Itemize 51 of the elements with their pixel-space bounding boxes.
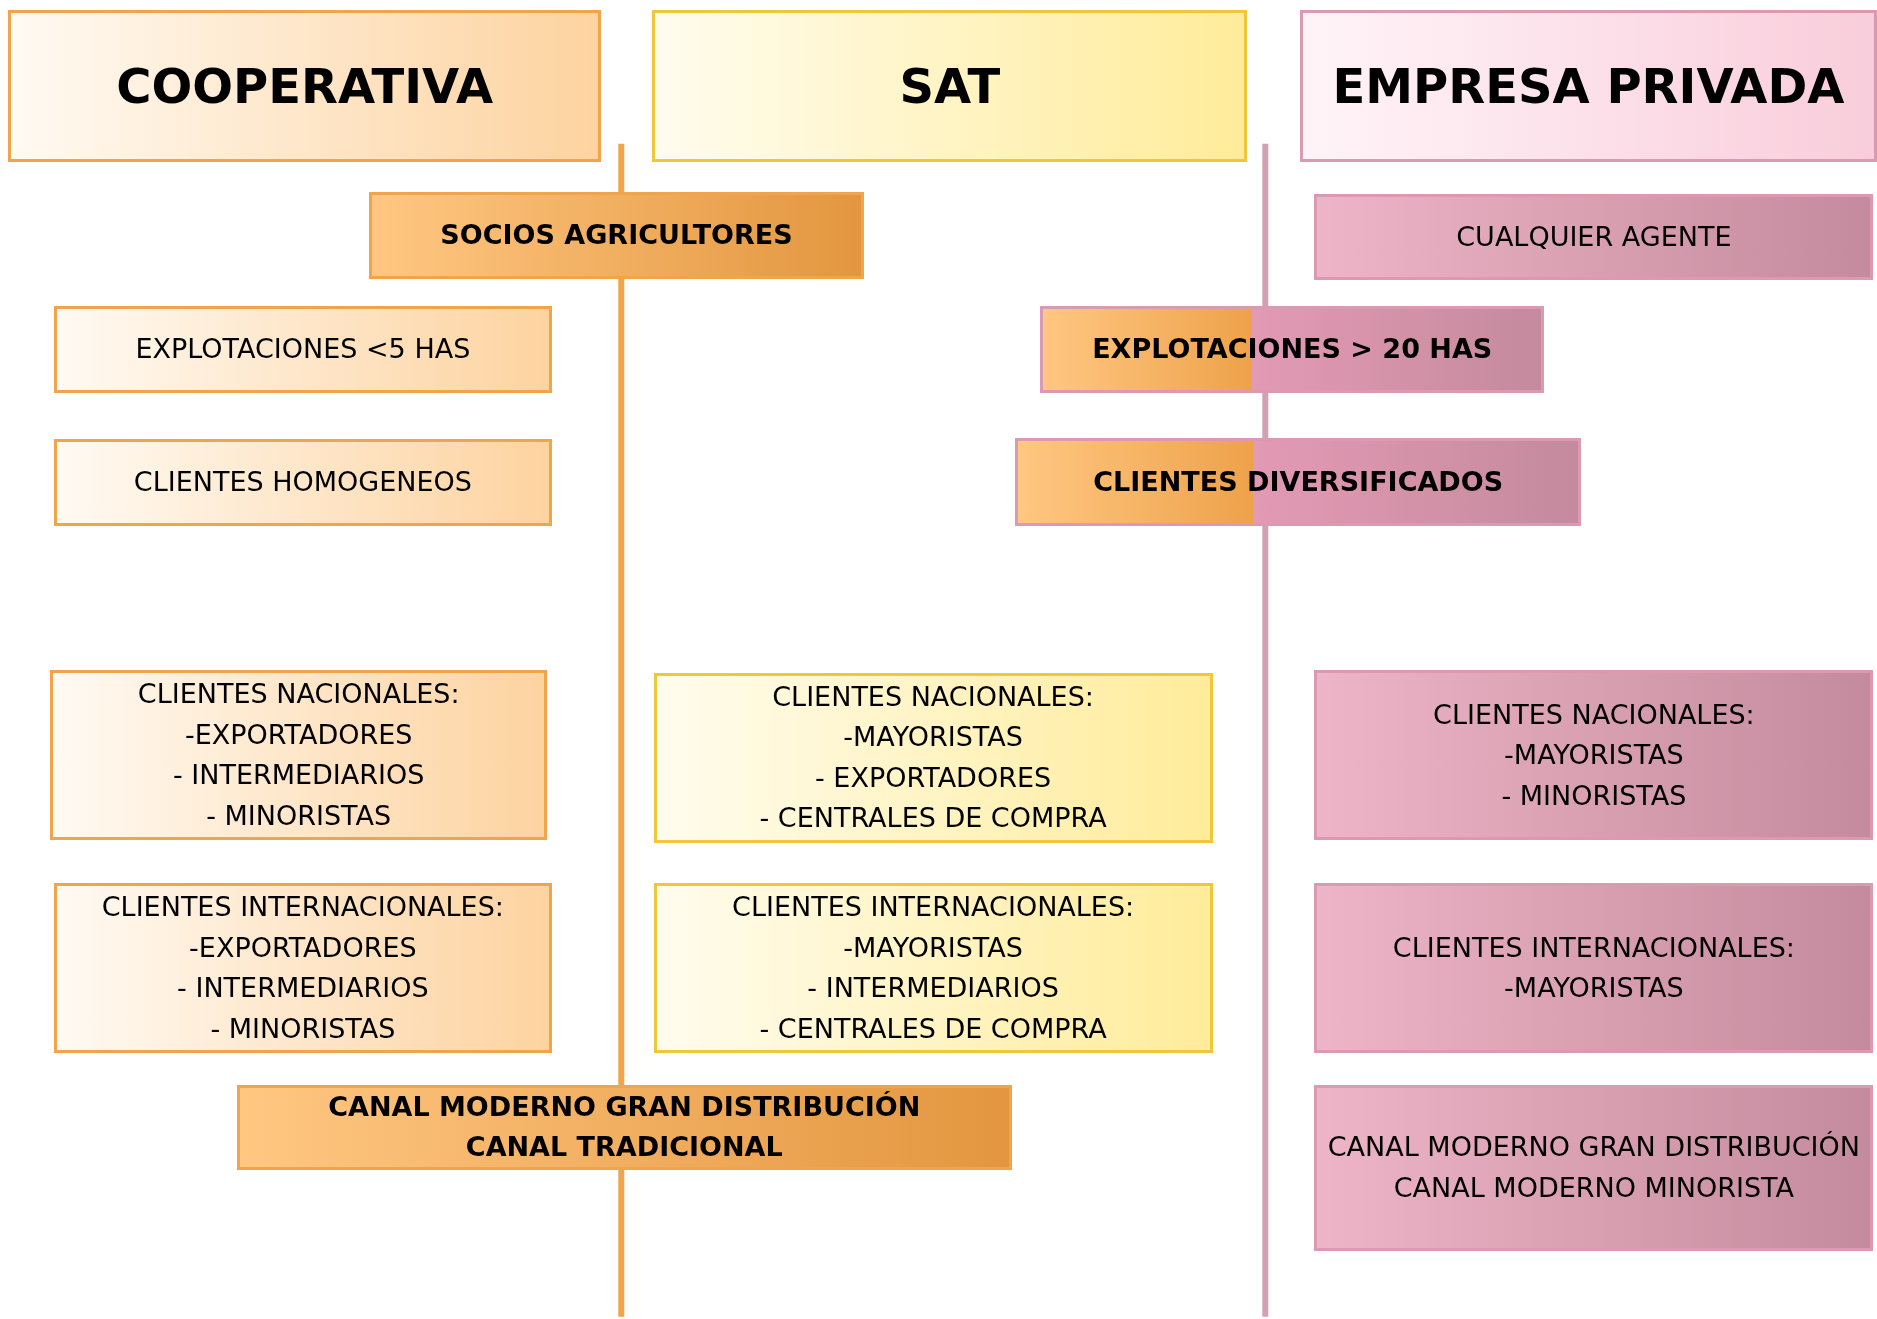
item-text: CANAL MODERNO GRAN DISTRIBUCIÓN: [1327, 1130, 1861, 1165]
item-text: - CENTRALES DE COMPRA: [759, 801, 1107, 836]
item-text: CANAL MODERNO MINORISTA: [1393, 1170, 1794, 1205]
item-text: - MINORISTAS: [210, 1011, 396, 1046]
item-text: CLIENTES NACIONALES:: [772, 679, 1094, 714]
category-box: [53, 883, 552, 1054]
category-box: [53, 439, 552, 526]
category-box: [1015, 438, 1582, 526]
category-box: [1314, 1084, 1874, 1251]
item-text: - EXPORTADORES: [815, 760, 1052, 795]
column-heading: COOPERATIVA: [116, 56, 494, 116]
item-text: - MINORISTAS: [1501, 778, 1687, 813]
category-box: [368, 191, 865, 279]
item-text: -MAYORISTAS: [1504, 971, 1684, 1006]
item-text: CANAL TRADICIONAL: [465, 1130, 783, 1165]
category-box: [1314, 883, 1874, 1054]
item-text: CUALQUIER AGENTE: [1456, 219, 1732, 254]
item-text: CLIENTES NACIONALES:: [1433, 697, 1755, 732]
item-text: - INTERMEDIARIOS: [807, 971, 1059, 1006]
item-text: - INTERMEDIARIOS: [172, 758, 425, 793]
item-text: -MAYORISTAS: [843, 930, 1023, 965]
item-text: CANAL MODERNO GRAN DISTRIBUCIÓN: [328, 1089, 921, 1124]
item-text: SOCIOS AGRICULTORES: [440, 217, 793, 252]
item-text: -MAYORISTAS: [843, 720, 1023, 755]
item-text: CLIENTES HOMOGENEOS: [133, 465, 472, 500]
column-heading: SAT: [899, 56, 1001, 116]
item-text: EXPLOTACIONES <5 HAS: [135, 332, 471, 367]
item-text: CLIENTES INTERNACIONALES:: [101, 890, 504, 925]
item-text: -EXPORTADORES: [184, 717, 413, 752]
column-header-box: [1300, 9, 1877, 162]
category-box: [53, 306, 552, 393]
item-text: -EXPORTADORES: [189, 930, 417, 965]
item-text: - MINORISTAS: [206, 798, 392, 833]
item-text: - INTERMEDIARIOS: [177, 971, 429, 1006]
column-header-box: [8, 9, 601, 162]
column-header-box: [652, 9, 1248, 162]
category-box: [653, 883, 1213, 1054]
column-heading: EMPRESA PRIVADA: [1332, 56, 1845, 116]
category-box: [1314, 193, 1874, 281]
item-text: -MAYORISTAS: [1504, 738, 1684, 773]
item-text: CLIENTES INTERNACIONALES:: [1392, 930, 1795, 965]
item-text: CLIENTES INTERNACIONALES:: [732, 890, 1135, 925]
item-text: EXPLOTACIONES > 20 HAS: [1092, 332, 1493, 367]
category-box: [237, 1084, 1012, 1170]
category-box: [1040, 306, 1545, 393]
item-text: CLIENTES NACIONALES:: [137, 677, 460, 712]
item-text: - CENTRALES DE COMPRA: [759, 1011, 1107, 1046]
item-text: CLIENTES DIVERSIFICADOS: [1093, 464, 1504, 499]
category-box: [653, 672, 1213, 843]
category-box: [50, 670, 548, 841]
category-box: [1314, 670, 1874, 841]
